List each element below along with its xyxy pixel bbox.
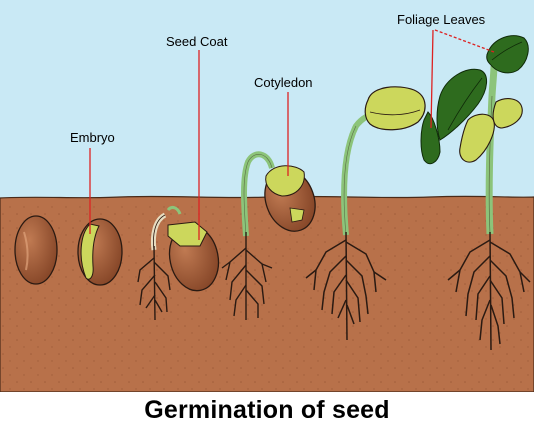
seed-stage-4 <box>221 151 316 320</box>
leaf-left <box>436 68 487 141</box>
pointer-foliage-stem <box>430 29 434 129</box>
seed-stage-3 <box>137 205 220 321</box>
seed-stage-6 <box>420 35 531 351</box>
label-seed-coat: Seed Coat <box>166 34 228 49</box>
label-embryo: Embryo <box>70 130 115 145</box>
label-foliage-leaves: Foliage Leaves <box>397 12 486 27</box>
embryo-shape <box>80 223 100 280</box>
pointer-foliage-top <box>434 29 495 53</box>
leaf-drooping <box>420 111 441 165</box>
label-cotyledon: Cotyledon <box>254 75 313 90</box>
seed-stage-5 <box>305 86 426 341</box>
seed-stage-1 <box>14 215 58 285</box>
leaf-top <box>486 35 529 74</box>
soil-texture <box>0 202 534 392</box>
seed-stage-2 <box>77 218 123 286</box>
label-pointers <box>89 29 495 240</box>
diagram-caption: Germination of seed <box>144 396 390 424</box>
